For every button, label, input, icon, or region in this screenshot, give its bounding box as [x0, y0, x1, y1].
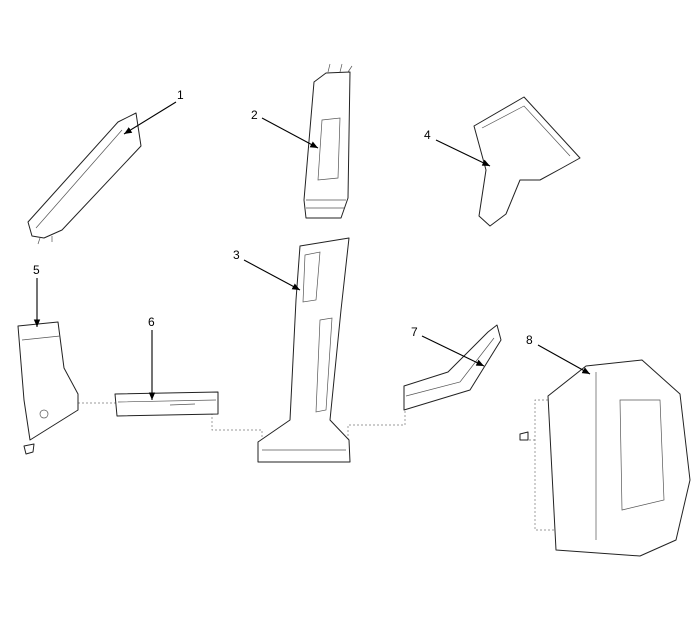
part-7-rear-door-scuff-trim [403, 324, 502, 411]
callout-2: 2 [251, 108, 258, 122]
part-6-door-scuff-trim [114, 391, 219, 417]
part-4-rear-pillar-trim [473, 96, 581, 227]
part-8-rear-quarter-trim [519, 359, 691, 557]
part-5-cowl-side-trim [17, 321, 79, 455]
callout-3: 3 [233, 248, 240, 262]
callout-6: 6 [148, 315, 155, 329]
callout-4: 4 [424, 128, 431, 142]
callout-arrows [33, 101, 591, 400]
leader-lines [78, 399, 560, 531]
part-2-center-pillar-upper-trim [303, 63, 353, 219]
part-1-front-pillar-trim [27, 112, 142, 245]
callout-8: 8 [526, 333, 533, 347]
callout-7: 7 [411, 325, 418, 339]
callout-5: 5 [33, 263, 40, 277]
screw-icon [23, 443, 35, 455]
part-3-center-pillar-lower-trim [257, 237, 351, 463]
callout-1: 1 [177, 88, 184, 102]
